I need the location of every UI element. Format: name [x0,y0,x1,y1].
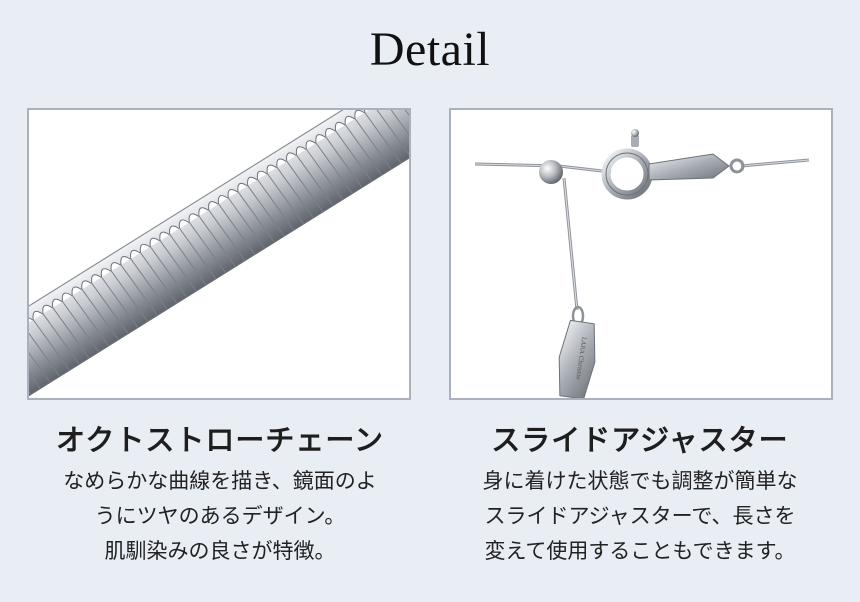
chain-link [217,195,229,205]
chain-link-edge [32,319,70,371]
chain-link [169,225,180,235]
chain-link [286,152,297,162]
chain-link-edge [208,209,246,261]
chain-link [364,110,375,113]
chain-link-edge [52,307,90,359]
chain-link [91,274,102,284]
chain-link [344,115,355,125]
chain-link [120,256,131,265]
chain-link [61,292,73,302]
product-name: オクトストローチェーン [56,423,384,457]
chain-link [178,219,190,229]
chain-link-edge [81,289,119,341]
chain-link [81,280,92,290]
chain-link [256,170,268,180]
chain-link-edge [71,295,109,347]
chain-link [71,286,82,296]
chain-link-edge [266,173,304,225]
chain-link [276,158,287,168]
chain-link [208,201,219,211]
chain-link-edge [169,234,207,286]
slide-adjuster-illustration: LARA Christie [474,129,810,398]
description-line: なめらかな曲線を描き、鏡面のよ [63,469,377,493]
chain-link [315,134,326,144]
chain-link-edge [296,154,334,206]
description-line: 変えて使用することもできます。 [484,539,796,563]
product-name: スライドアジャスター [491,423,789,457]
chain-link-edge [120,264,158,316]
chain-link [354,110,365,119]
chain-link [159,231,170,241]
chain-link-edge [130,258,168,310]
product-description: 身に着けた状態でも調整が簡単な スライドアジャスターで、長さを 変えて使用するこ… [430,464,850,569]
chain-link [305,140,316,150]
chain-link [295,146,307,156]
chain-link-edge [140,252,178,304]
chain-link-edge [188,221,226,274]
chain-link-edge [354,118,392,170]
chain-link-edge [198,215,236,267]
chain-link [188,213,199,223]
chain-link-edge [101,276,139,328]
chain-link [325,128,336,138]
chain-link-edge [257,179,295,231]
chain-link-edge [276,167,314,219]
chain-link-edge [227,197,265,249]
chain-link-edge [344,124,382,176]
chain-link [247,176,258,186]
description-line: スライドアジャスターで、長さを [484,504,796,528]
chain-link-edge [286,161,324,213]
chain-link-edge [62,301,100,353]
chain-link [237,182,248,192]
page-title: Detail [369,23,491,76]
chain-link-edge [29,337,41,389]
caption-snake-chain: オクトストローチェーン なめらかな曲線を描き、鏡面のよ うにツヤのあるデザイン。… [10,418,430,569]
product-description: なめらかな曲線を描き、鏡面のよ うにツヤのあるデザイン。 肌馴染みの良さが特徴。 [10,464,430,569]
description-line: 身に着けた状態でも調整が簡単な [482,469,798,493]
chain-link [227,188,238,198]
description-line: うにツヤのあるデザイン。 [94,504,346,528]
chain-link [52,298,63,308]
chain-link-edge [383,110,409,152]
chain-link-edge [237,191,275,243]
chain-link [149,237,160,247]
chain-link-edge [305,148,343,200]
chain-link [110,262,121,272]
chain-link-edge [179,228,217,280]
chain-link-edge [91,282,129,334]
snake-chain-illustration [29,110,409,398]
chain-link-edge [42,313,80,365]
chain-link-edge [159,240,197,292]
chain-link-edge [335,130,373,182]
description-line: 肌馴染みの良さが特徴。 [104,539,336,563]
chain-link-edge [218,203,256,255]
chain-link-edge [374,110,409,158]
chain-link [42,304,53,314]
chain-link-edge [364,112,402,164]
slide-adjuster-image: LARA Christie [449,108,833,400]
chain-link [139,243,151,253]
chain-link-edge [29,325,61,377]
chain-link [32,310,43,320]
chain-link [100,268,112,278]
chain-link-edge [110,270,148,322]
chain-link [266,164,277,174]
chain-link-edge [325,136,363,188]
chain-link [130,249,141,259]
chain-link-edge [247,185,285,237]
chain-link [334,121,346,131]
chain-link [198,207,209,217]
chain-link-edge [149,246,187,298]
snake-chain-image [27,108,411,400]
chain-link-edge [29,331,51,383]
chain-link-edge [315,142,353,194]
chain-link [29,316,34,326]
caption-slide-adjuster: スライドアジャスター 身に着けた状態でも調整が簡単な スライドアジャスターで、長… [430,418,850,569]
